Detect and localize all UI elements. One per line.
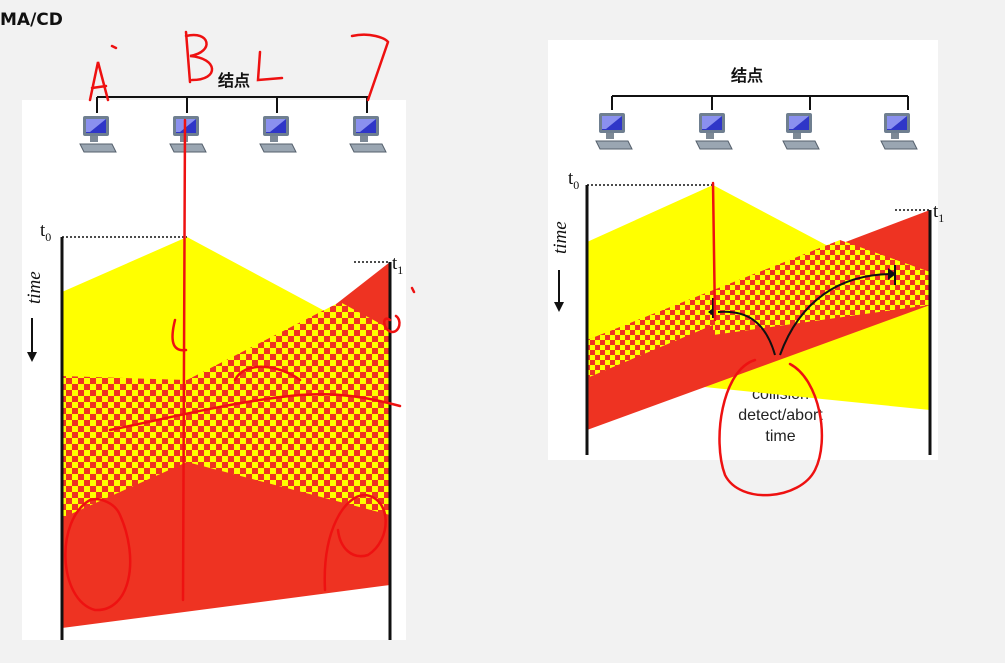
right-diagram: [554, 95, 932, 455]
annotation-line-2: detect/abort: [738, 407, 823, 424]
left-bus-label: 结点: [218, 71, 251, 90]
right-collision-region: [587, 240, 930, 378]
handwriting-c: [256, 50, 284, 82]
computer-icon: [349, 115, 387, 153]
collision-arrow-right: [779, 273, 891, 356]
handwriting-a: [88, 44, 118, 102]
right-handwriting: [711, 181, 824, 497]
left-t0-label: t0: [40, 220, 52, 244]
right-t0-label: t0: [568, 168, 580, 192]
annotation-line-3: time: [765, 428, 796, 445]
left-collision-region: [187, 302, 390, 515]
left-handwriting: [64, 30, 416, 612]
handwriting-b: [184, 30, 214, 84]
computer-icon: [595, 112, 633, 150]
collision-arrow-left: [717, 310, 776, 356]
left-collision-region-2: [62, 376, 187, 518]
handwriting-d: [350, 33, 390, 102]
right-t1-label: t1: [933, 201, 945, 225]
slide-title-fragment: MA/CD: [0, 10, 63, 30]
computer-icon: [695, 112, 733, 150]
computer-icon: [79, 115, 117, 153]
computer-icon: [782, 112, 820, 150]
computer-icon: [169, 115, 207, 153]
annotation-circle: [718, 358, 824, 497]
computer-icon: [259, 115, 297, 153]
computer-icon: [880, 112, 918, 150]
right-bus-label: 结点: [731, 66, 764, 85]
left-t1-label: t1: [392, 253, 404, 277]
left-diagram: [27, 96, 392, 640]
